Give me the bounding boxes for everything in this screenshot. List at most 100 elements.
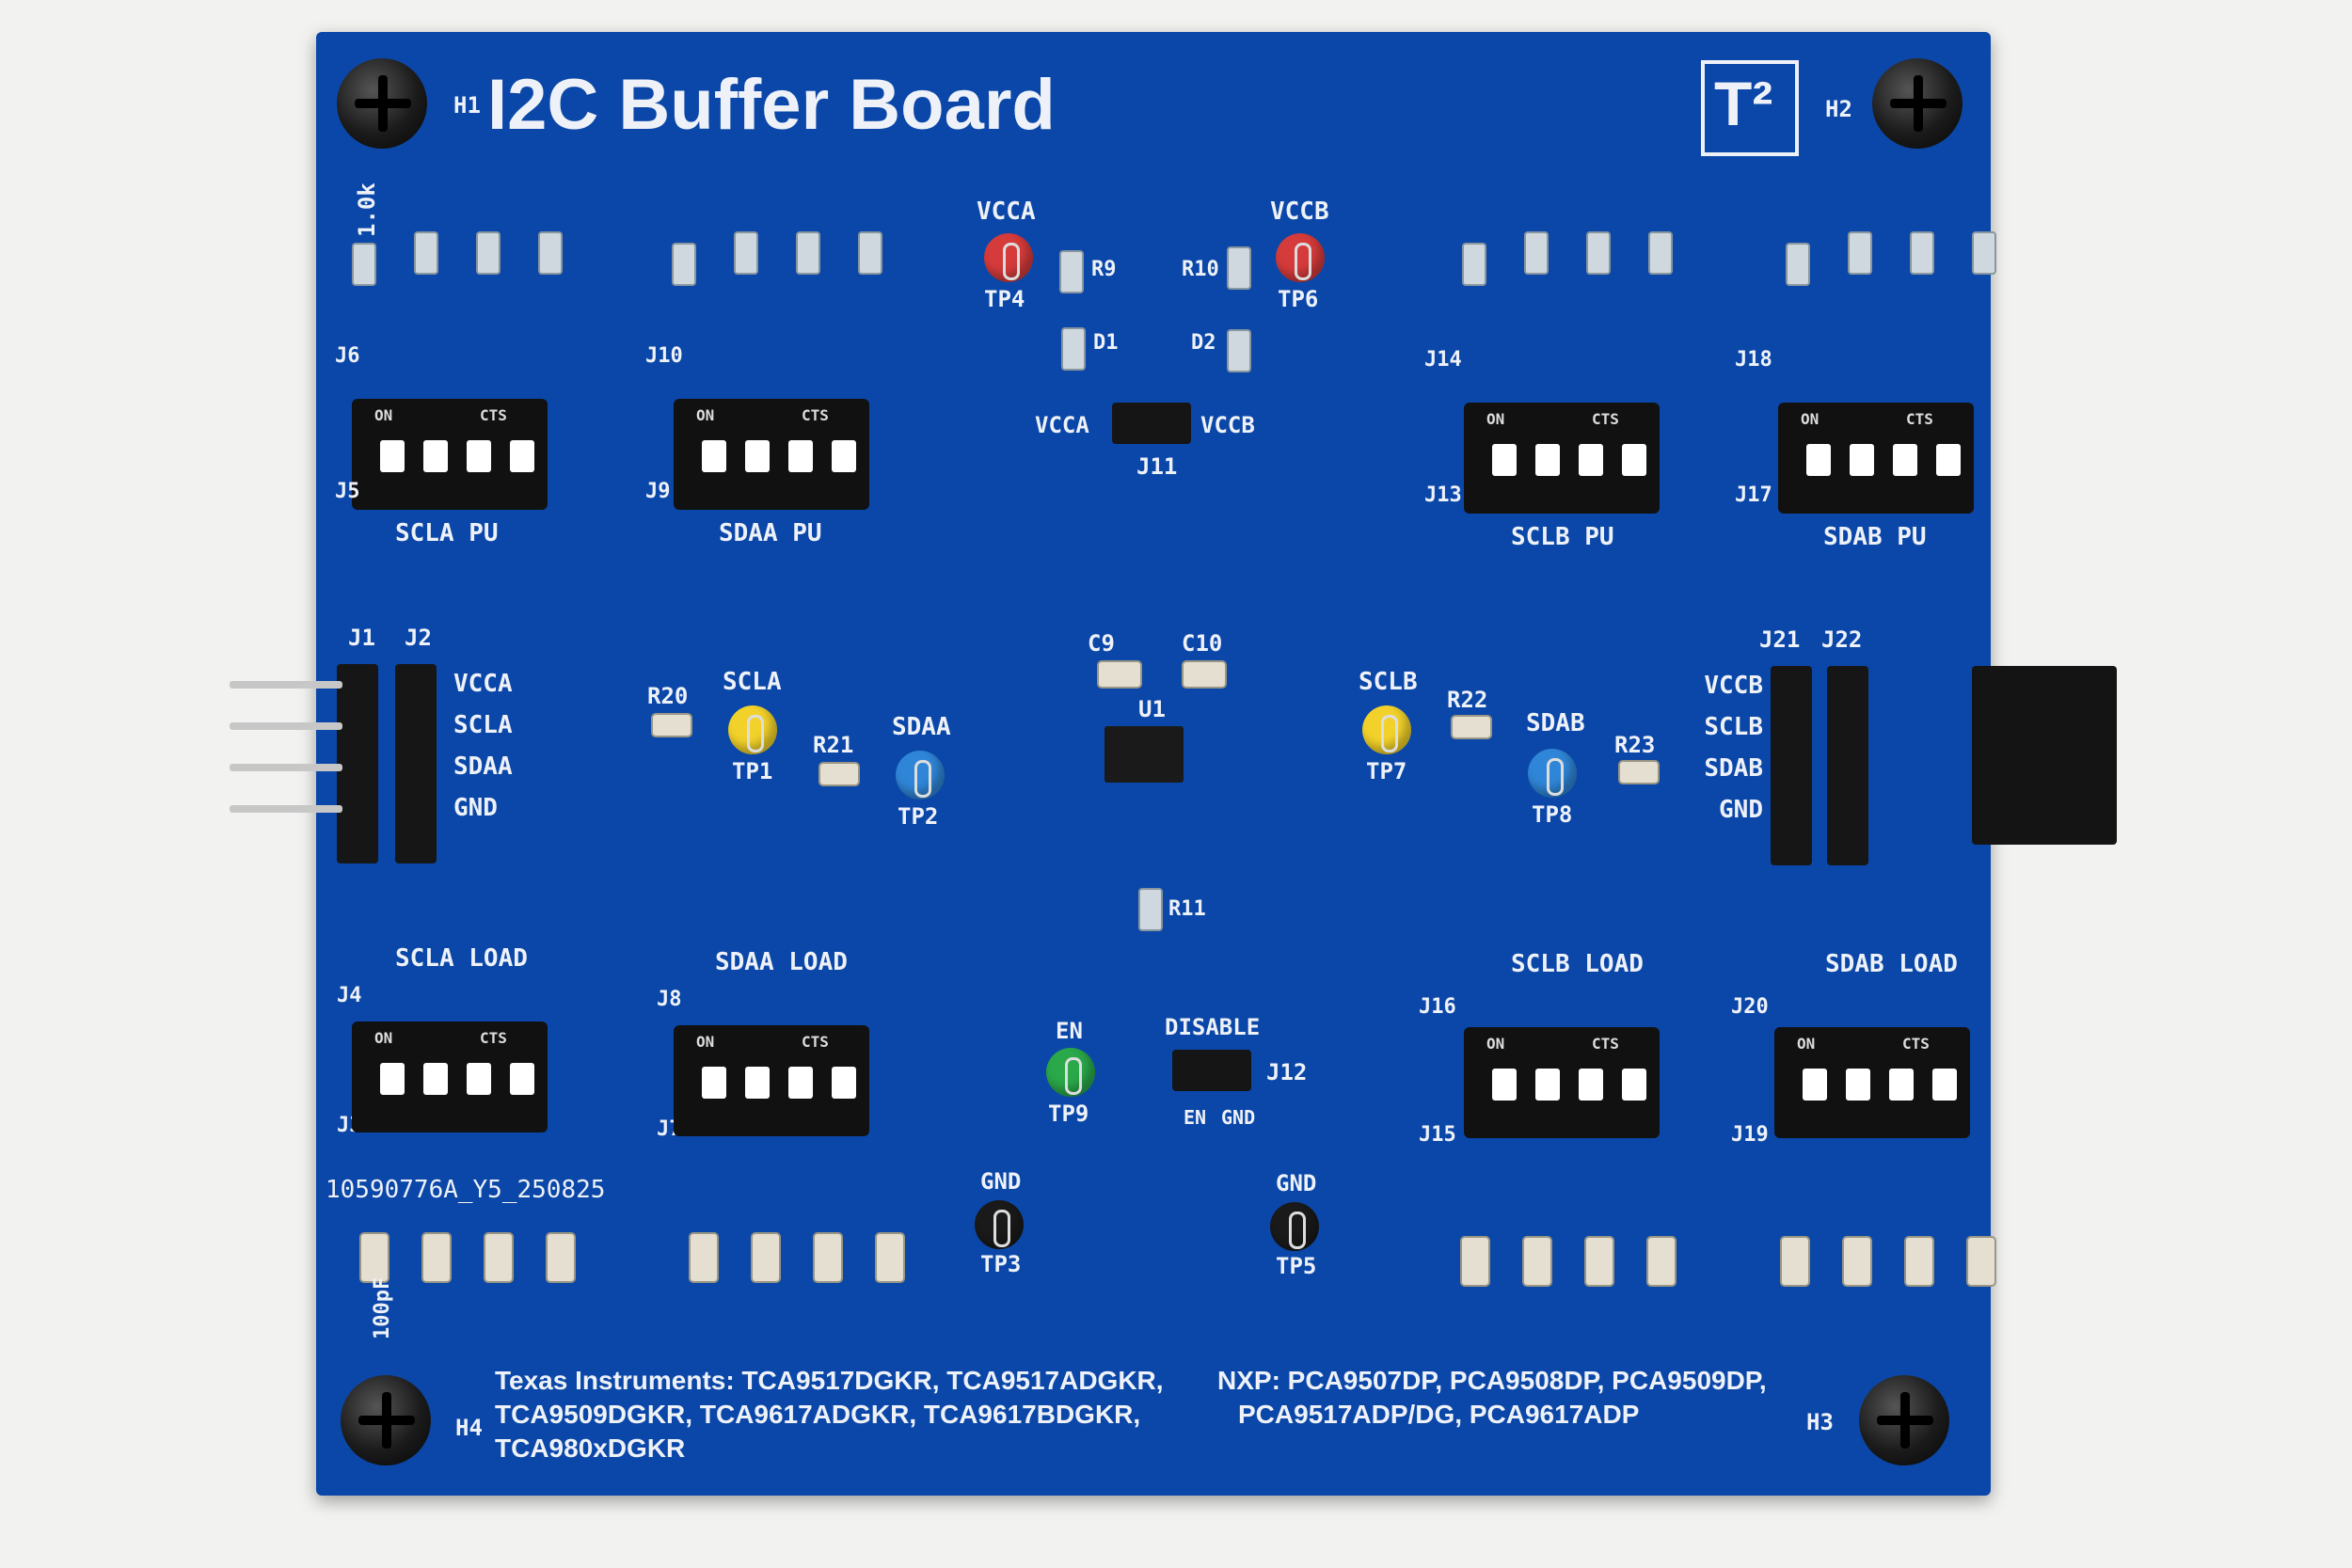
footer-ti-line2: TCA9509DGKR, TCA9617ADGKR, TCA9617BDGKR, xyxy=(495,1400,1141,1429)
dip-brand: CTS xyxy=(1592,1035,1619,1053)
test-point-tp9[interactable] xyxy=(1046,1048,1095,1097)
dip-toggle[interactable] xyxy=(1579,1069,1603,1101)
dip-switch[interactable]: ON CTS xyxy=(352,399,548,510)
dip-brand: CTS xyxy=(480,406,507,424)
resistor xyxy=(1648,231,1673,275)
dip-toggle[interactable] xyxy=(702,1067,726,1099)
label-tp3: TP3 xyxy=(980,1251,1022,1277)
signal-label: VCCA xyxy=(453,670,513,698)
resistor-r10 xyxy=(1227,246,1251,290)
label-disable: DISABLE xyxy=(1165,1014,1261,1040)
label-en-pin: EN xyxy=(1184,1106,1207,1129)
dip-switch[interactable]: ON CTS xyxy=(1774,1027,1970,1138)
dip-toggle[interactable] xyxy=(510,440,534,472)
test-point-tp1[interactable] xyxy=(728,705,777,754)
dip-toggle[interactable] xyxy=(380,1063,405,1095)
capacitor xyxy=(1904,1236,1934,1287)
dip-toggle[interactable] xyxy=(423,1063,448,1095)
label-sclb: SCLB xyxy=(1359,668,1418,696)
ic-u1 xyxy=(1104,726,1184,783)
res-value: 1.0k xyxy=(354,182,380,237)
dip-on: ON xyxy=(1486,410,1505,428)
capacitor xyxy=(1522,1236,1552,1287)
dip-toggle[interactable] xyxy=(832,440,856,472)
dip-toggle[interactable] xyxy=(1893,444,1917,476)
label-gnd-tp3: GND xyxy=(980,1168,1022,1195)
dip-toggle[interactable] xyxy=(745,1067,770,1099)
signal-label: VCCB xyxy=(1704,672,1763,700)
test-point-tp2[interactable] xyxy=(896,751,945,800)
header-ref: J6 xyxy=(335,344,360,368)
header-j21[interactable] xyxy=(1771,666,1812,865)
label-j21: J21 xyxy=(1759,626,1801,653)
header-j22[interactable] xyxy=(1827,666,1868,865)
dip-toggle[interactable] xyxy=(1622,444,1646,476)
dip-switch[interactable]: ON CTS xyxy=(352,1022,548,1132)
dip-switch[interactable]: ON CTS xyxy=(1464,1027,1660,1138)
jumper-j11[interactable] xyxy=(1112,403,1191,444)
test-point-tp8[interactable] xyxy=(1528,749,1577,798)
dip-switch[interactable]: ON CTS xyxy=(674,1025,869,1136)
label-r20: R20 xyxy=(647,683,689,709)
dip-toggle[interactable] xyxy=(1579,444,1603,476)
dip-switch[interactable]: ON CTS xyxy=(1464,403,1660,514)
dip-toggle[interactable] xyxy=(1622,1069,1646,1101)
test-point-tp7[interactable] xyxy=(1362,705,1411,754)
resistor xyxy=(1786,243,1810,286)
header-ref: J10 xyxy=(645,344,683,368)
dip-toggle[interactable] xyxy=(788,440,813,472)
dip-toggle[interactable] xyxy=(702,440,726,472)
dip-toggle[interactable] xyxy=(832,1067,856,1099)
label-r9: R9 xyxy=(1091,258,1117,281)
jumper-j12[interactable] xyxy=(1172,1050,1251,1091)
dip-on: ON xyxy=(696,1033,715,1051)
label-tp8: TP8 xyxy=(1532,801,1573,828)
test-point-tp5[interactable] xyxy=(1270,1202,1319,1251)
header-j1[interactable] xyxy=(337,664,378,863)
dip-switch[interactable]: ON CTS xyxy=(674,399,869,510)
dip-toggle[interactable] xyxy=(1932,1069,1957,1101)
resistor xyxy=(1972,231,1996,275)
resistor-r20 xyxy=(651,713,692,737)
dip-brand: CTS xyxy=(480,1029,507,1047)
dip-toggle[interactable] xyxy=(1535,444,1560,476)
mounting-screw-h1 xyxy=(337,58,427,149)
label-r23: R23 xyxy=(1614,732,1656,758)
label-vccb-top: VCCB xyxy=(1270,198,1329,226)
label-c9: C9 xyxy=(1088,630,1115,657)
female-header-socket[interactable] xyxy=(1972,666,2117,845)
label-vcca-top: VCCA xyxy=(977,198,1036,226)
dip-toggle[interactable] xyxy=(423,440,448,472)
resistor xyxy=(1848,231,1872,275)
test-point-tp3[interactable] xyxy=(975,1200,1024,1249)
dip-toggle[interactable] xyxy=(380,440,405,472)
dip-toggle[interactable] xyxy=(1535,1069,1560,1101)
dip-toggle[interactable] xyxy=(745,440,770,472)
dip-toggle[interactable] xyxy=(1803,1069,1827,1101)
dip-toggle[interactable] xyxy=(1806,444,1831,476)
dip-toggle[interactable] xyxy=(788,1067,813,1099)
dip-toggle[interactable] xyxy=(1492,1069,1517,1101)
capacitor xyxy=(359,1232,389,1283)
test-point-tp4[interactable] xyxy=(984,233,1033,282)
header-pin xyxy=(230,681,342,689)
dip-toggle[interactable] xyxy=(1492,444,1517,476)
label-tp5: TP5 xyxy=(1276,1253,1317,1279)
dip-toggle[interactable] xyxy=(1936,444,1961,476)
dip-switch[interactable]: ON CTS xyxy=(1778,403,1974,514)
dip-toggle[interactable] xyxy=(1846,1069,1870,1101)
capacitor xyxy=(1646,1236,1677,1287)
label-h1: H1 xyxy=(453,92,481,119)
footer-nxp-line1: NXP: PCA9507DP, PCA9508DP, PCA9509DP, xyxy=(1217,1366,1767,1395)
mounting-screw-h4 xyxy=(341,1375,431,1465)
dip-toggle[interactable] xyxy=(467,440,491,472)
test-point-tp6[interactable] xyxy=(1276,233,1325,282)
header-j2[interactable] xyxy=(395,664,437,863)
dip-toggle[interactable] xyxy=(1889,1069,1914,1101)
resistor-r23 xyxy=(1618,760,1660,784)
dip-toggle[interactable] xyxy=(1850,444,1874,476)
dip-toggle[interactable] xyxy=(467,1063,491,1095)
resistor xyxy=(858,231,882,275)
dip-toggle[interactable] xyxy=(510,1063,534,1095)
resistor xyxy=(1462,243,1486,286)
